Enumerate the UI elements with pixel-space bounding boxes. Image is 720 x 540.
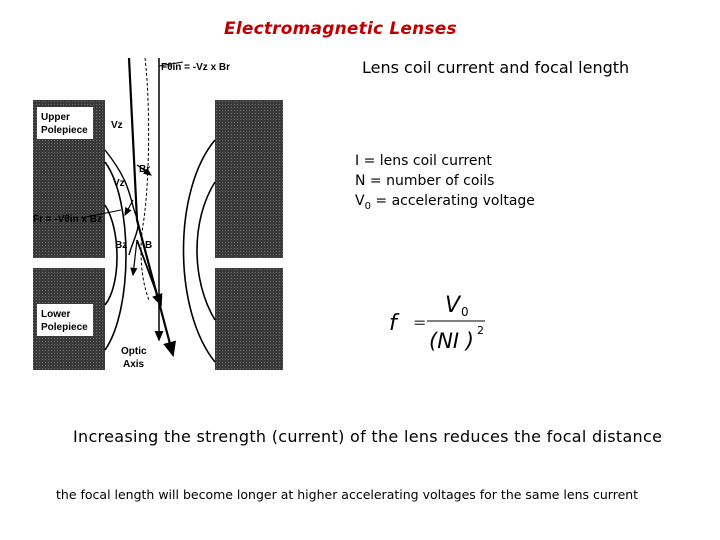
voltage-subscript: 0 xyxy=(364,200,371,212)
b-label: B xyxy=(145,240,152,251)
formula-numerator: V xyxy=(445,293,462,318)
spiral-path xyxy=(140,57,150,301)
voltage-symbol: V xyxy=(355,193,365,209)
lower-polepiece-label-1: Lower xyxy=(41,309,71,320)
statement-voltage-focal: the focal length will become longer at h… xyxy=(56,487,639,502)
focal-length-formula: f = V 0 (NI ) 2 xyxy=(389,293,485,353)
upper-polepiece-label-1: Upper xyxy=(41,112,70,123)
f-theta-leader xyxy=(158,61,184,67)
upper-polepiece-label-2: Polepiece xyxy=(41,125,88,136)
lower-polepiece-box xyxy=(37,304,93,336)
formula-equals: = xyxy=(413,313,426,332)
b-vector xyxy=(136,239,163,307)
upper-polepiece-box xyxy=(37,107,93,139)
electron-trajectory xyxy=(127,57,176,358)
upper-right-polepiece xyxy=(215,100,283,258)
field-line-left-inner xyxy=(104,204,118,306)
lens-diagram: Upper Polepiece Lower Polepiece Fθin = -… xyxy=(33,50,283,375)
f-r-label: Fr = -Vθin x Bz xyxy=(33,214,102,225)
field-line-right-inner xyxy=(196,181,216,321)
voltage-description: = accelerating voltage xyxy=(370,193,535,209)
formula-exponent: 2 xyxy=(477,324,484,337)
br-vector xyxy=(136,164,152,176)
optic-axis-label-1: Optic xyxy=(121,346,147,357)
formula-denominator: (NI ) xyxy=(429,329,474,353)
lower-polepiece-label-2: Polepiece xyxy=(41,322,88,333)
slide-title: Electromagnetic Lenses xyxy=(224,19,457,39)
bz-vector xyxy=(130,239,138,277)
definition-current: I = lens coil current xyxy=(355,153,492,169)
slide-subtitle: Lens coil current and focal length xyxy=(362,58,630,77)
br-label: Br xyxy=(139,164,150,175)
field-line-left-outer xyxy=(104,161,127,351)
definition-coils: N = number of coils xyxy=(355,173,495,189)
optic-axis-label-2: Axis xyxy=(123,359,145,370)
bz-label: Bz xyxy=(115,240,127,251)
statement-current-focal: Increasing the strength (current) of the… xyxy=(73,427,663,446)
f-r-leader xyxy=(80,209,122,219)
vz-mid-label: Vz xyxy=(113,178,125,189)
definition-voltage: V0 = accelerating voltage xyxy=(355,191,535,217)
vz-top-label: Vz xyxy=(111,120,123,131)
variable-definitions: I = lens coil current N = number of coil… xyxy=(355,151,535,217)
formula-numerator-sub: 0 xyxy=(461,305,469,319)
lower-right-polepiece xyxy=(215,268,283,370)
field-line-right-outer xyxy=(182,139,216,363)
fr-vector xyxy=(124,199,134,217)
f-theta-label: Fθin = -Vz x Br xyxy=(161,62,230,73)
formula-f: f xyxy=(389,311,400,336)
